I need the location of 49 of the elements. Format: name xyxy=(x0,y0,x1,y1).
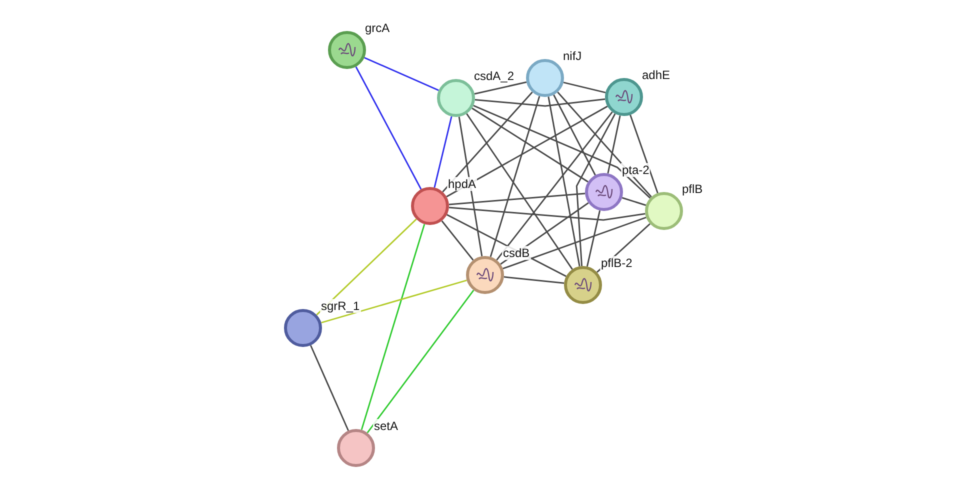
interaction-line xyxy=(442,92,533,192)
protein-node xyxy=(411,187,449,225)
interaction-line xyxy=(622,197,646,206)
protein-node xyxy=(284,309,322,347)
protein-node xyxy=(328,31,366,69)
interaction-line xyxy=(360,224,426,430)
interaction-line xyxy=(586,210,601,267)
interaction-line xyxy=(448,206,646,221)
interaction-line xyxy=(496,112,613,260)
protein-node xyxy=(645,192,683,230)
interaction-line xyxy=(553,94,596,176)
interaction-line xyxy=(458,116,483,256)
interaction-line xyxy=(548,96,580,266)
interaction-line xyxy=(448,192,586,206)
node-label: pta-2 xyxy=(621,163,650,177)
interaction-line xyxy=(321,280,467,324)
interaction-line xyxy=(474,81,527,95)
interaction-line xyxy=(557,92,652,198)
protein-node xyxy=(564,266,602,304)
node-label: csdB xyxy=(502,246,531,260)
protein-node xyxy=(526,59,564,97)
interaction-line xyxy=(316,218,417,316)
node-label: csdA_2 xyxy=(473,69,516,83)
interaction-line xyxy=(490,96,540,258)
interaction-line xyxy=(563,82,606,94)
interaction-line xyxy=(474,98,606,107)
node-label: sgrR_1 xyxy=(320,299,361,313)
protein-node xyxy=(466,256,504,294)
interaction-line xyxy=(607,115,621,174)
node-label: grcA xyxy=(364,21,391,35)
node-label: pflB-2 xyxy=(600,256,634,270)
protein-node xyxy=(605,78,643,116)
interaction-line xyxy=(364,56,439,92)
node-label: nifJ xyxy=(562,49,583,63)
protein-node xyxy=(585,173,623,211)
protein-node xyxy=(437,79,475,117)
node-label: pflB xyxy=(681,182,704,196)
node-label: adhE xyxy=(641,68,672,82)
interaction-line xyxy=(366,290,474,434)
interaction-line xyxy=(630,114,658,194)
interaction-line xyxy=(473,104,651,199)
interaction-line xyxy=(504,276,564,284)
node-label: hpdA xyxy=(447,177,478,191)
interaction-line xyxy=(434,116,452,188)
interaction-line xyxy=(502,216,646,270)
interaction-line xyxy=(310,345,350,431)
protein-node xyxy=(337,429,375,467)
interaction-line xyxy=(441,220,474,261)
node-label: setA xyxy=(373,419,400,433)
